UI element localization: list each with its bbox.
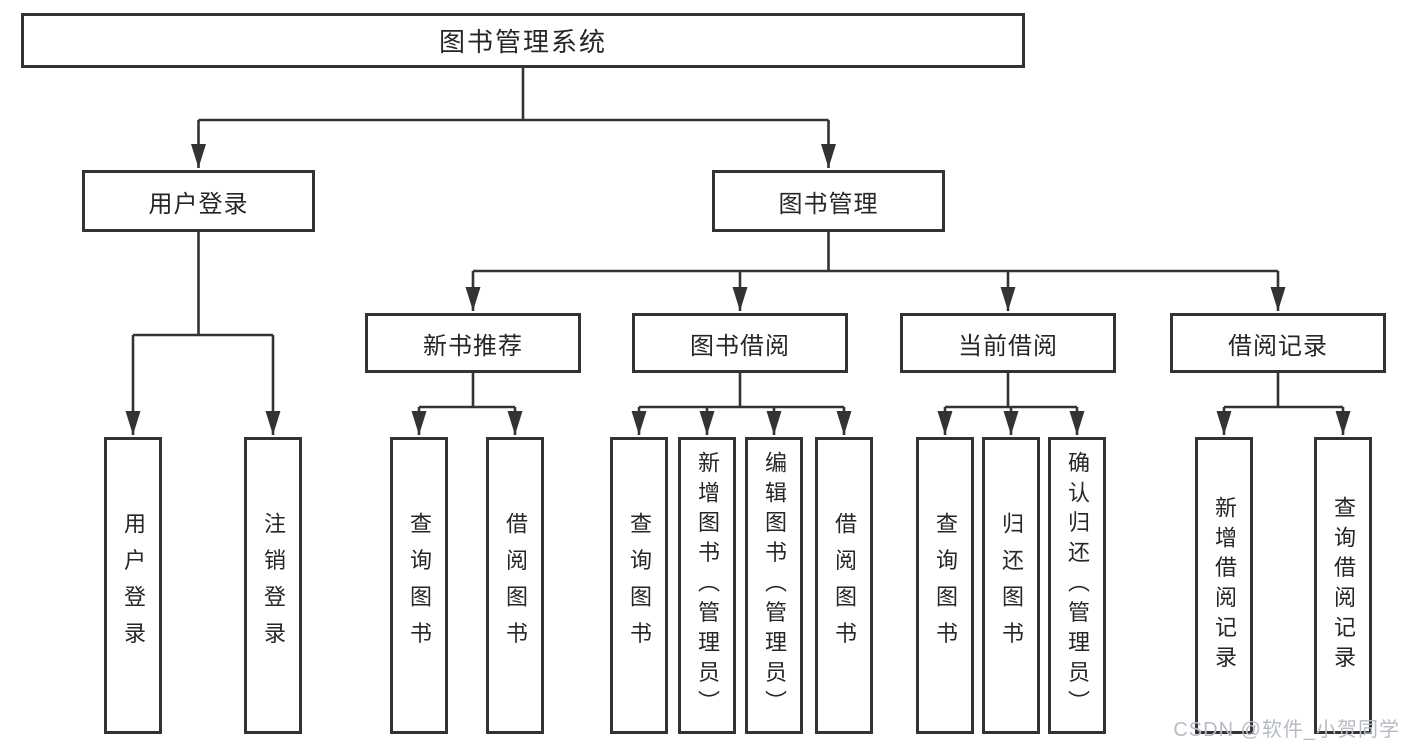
node-book-management: 图书管理 bbox=[712, 170, 945, 232]
node-library-management-system: 图书管理系统 bbox=[21, 13, 1025, 68]
leaf-query-books-recommend: 查询图书 bbox=[390, 437, 448, 734]
leaf-add-book-admin: 新增图书（管理员） bbox=[678, 437, 736, 734]
leaf-user-login: 用户登录 bbox=[104, 437, 162, 734]
node-borrowing-records: 借阅记录 bbox=[1170, 313, 1386, 373]
leaf-query-books-current: 查询图书 bbox=[916, 437, 974, 734]
node-user-login: 用户登录 bbox=[82, 170, 315, 232]
leaf-confirm-return-admin: 确认归还（管理员） bbox=[1048, 437, 1106, 734]
node-book-borrowing: 图书借阅 bbox=[632, 313, 848, 373]
node-new-book-recommendation: 新书推荐 bbox=[365, 313, 581, 373]
leaf-add-borrow-record: 新增借阅记录 bbox=[1195, 437, 1253, 734]
leaf-query-borrow-record: 查询借阅记录 bbox=[1314, 437, 1372, 734]
leaf-logout-login: 注销登录 bbox=[244, 437, 302, 734]
leaf-edit-book-admin: 编辑图书（管理员） bbox=[745, 437, 803, 734]
watermark-text: CSDN @软件_小贺同学 bbox=[1173, 719, 1400, 741]
node-current-borrowing: 当前借阅 bbox=[900, 313, 1116, 373]
leaf-query-books-borrowing: 查询图书 bbox=[610, 437, 668, 734]
leaf-borrow-books-recommend: 借阅图书 bbox=[486, 437, 544, 734]
leaf-return-books: 归还图书 bbox=[982, 437, 1040, 734]
leaf-borrow-books-borrowing: 借阅图书 bbox=[815, 437, 873, 734]
